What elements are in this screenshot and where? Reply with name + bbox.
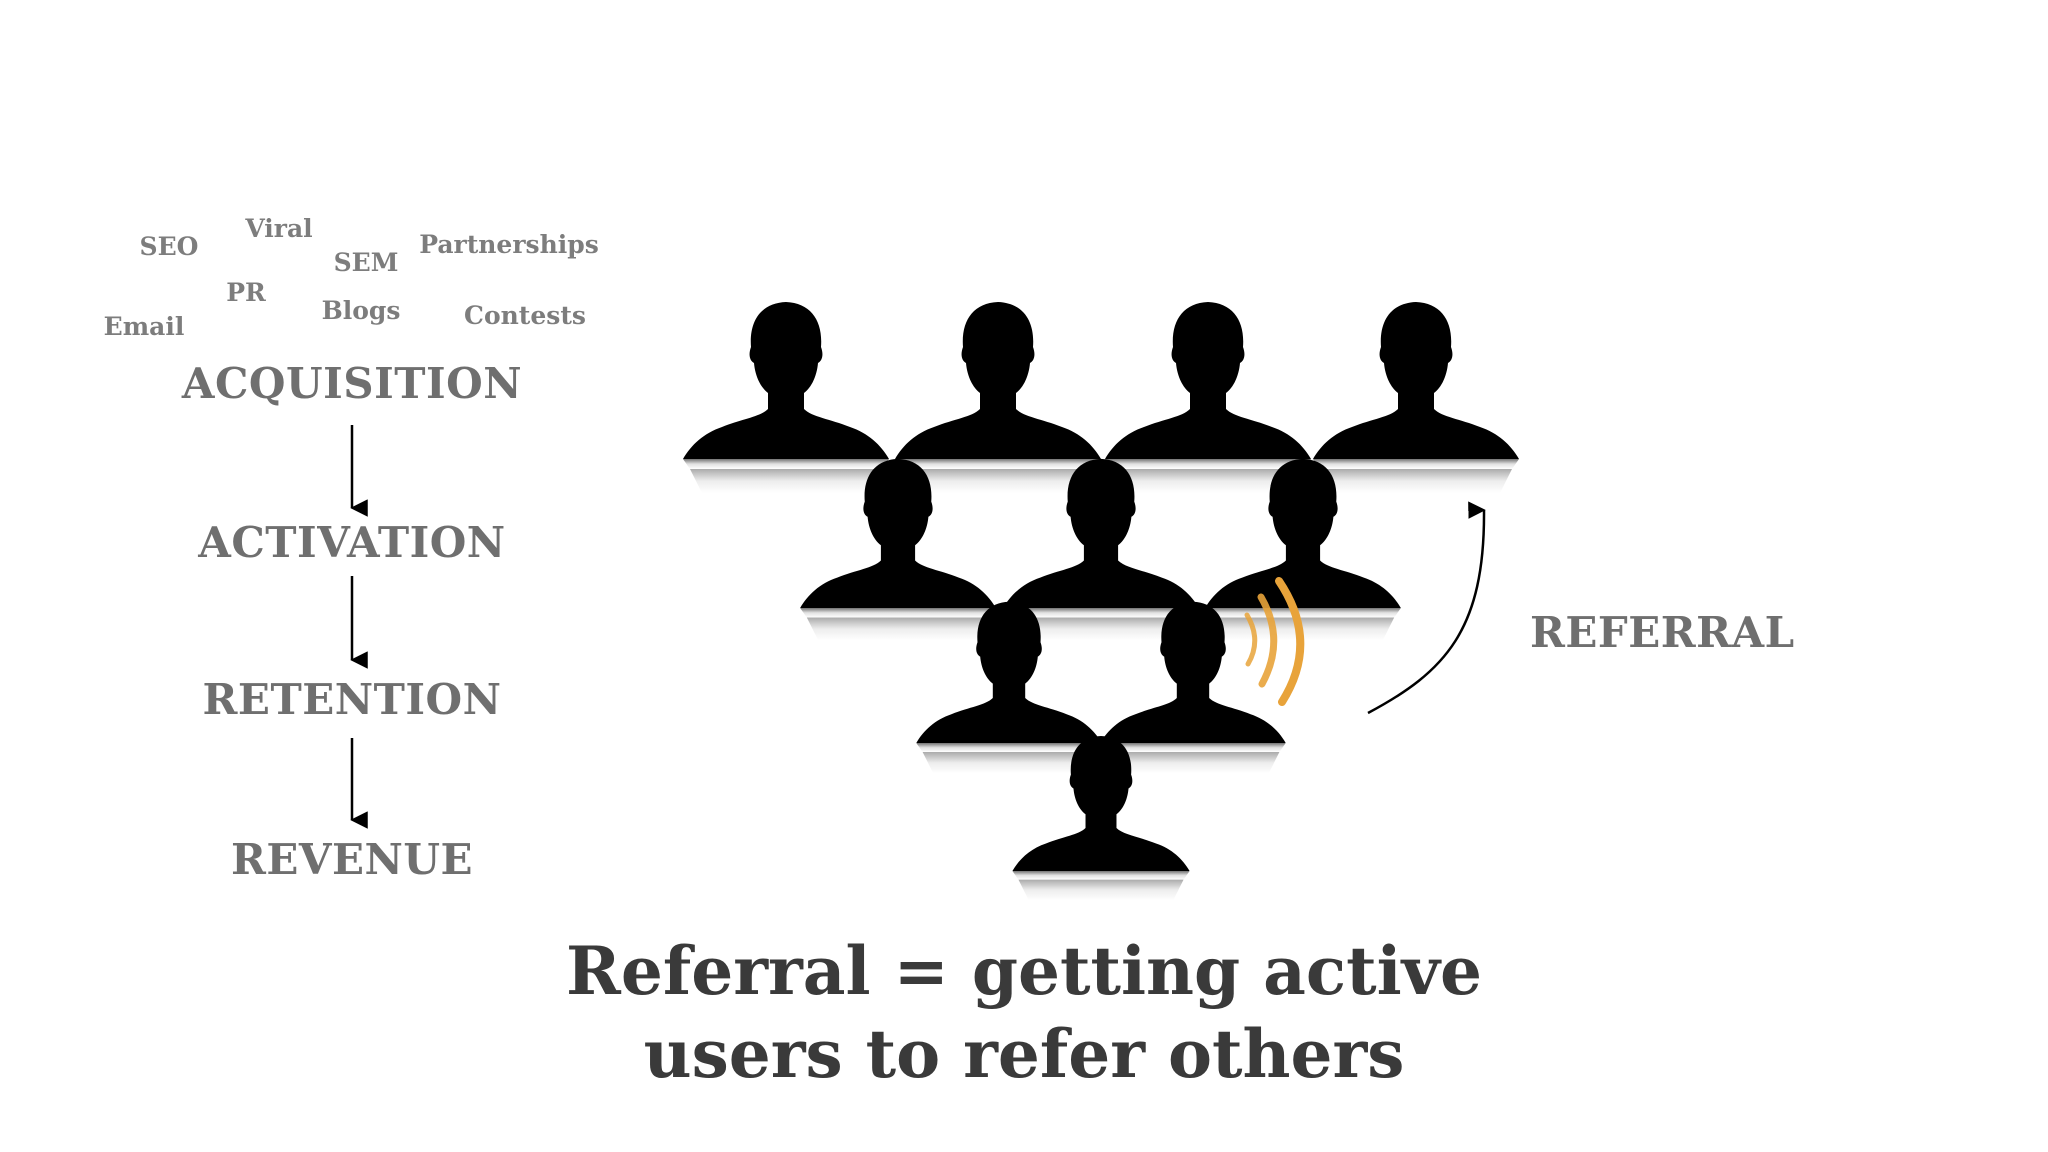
caption-line-2: users to refer others [643,1015,1405,1093]
referral-label: REFERRAL [1530,608,1795,657]
person-silhouette-icon [1313,302,1519,493]
stage-activation: ACTIVATION [198,518,506,567]
channel-contests: Contests [464,301,586,330]
channel-blogs: Blogs [321,296,401,325]
caption-line-1: Referral = getting active [565,932,1482,1010]
channel-email: Email [103,312,185,341]
person-silhouette-icon [683,302,889,493]
stage-acquisition: ACQUISITION [181,359,523,408]
person-silhouette-icon [895,302,1101,493]
channel-partnerships: Partnerships [419,230,599,259]
channel-sem: SEM [333,248,399,277]
channel-viral: Viral [245,214,313,243]
person-silhouette-icon [1105,302,1311,493]
referral-arrow [1367,501,1486,715]
caption: Referral = getting active users to refer… [324,938,1724,1087]
stage-revenue: REVENUE [230,835,474,884]
channel-seo: SEO [139,232,199,261]
stage-retention: RETENTION [202,675,502,724]
channel-pr: PR [226,278,266,307]
signal-waves-icon [1244,577,1305,706]
